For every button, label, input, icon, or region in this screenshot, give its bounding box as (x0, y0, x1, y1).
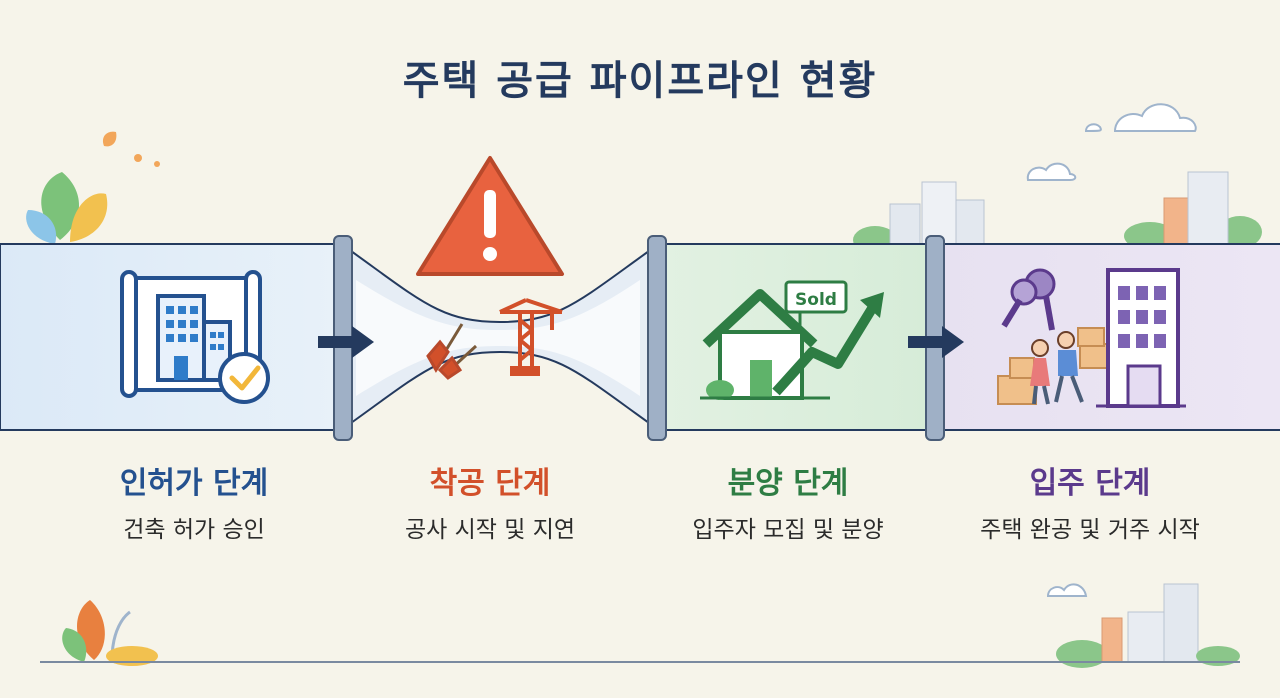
stage-desc-move-in: 주택 완공 및 거주 시작 (980, 517, 1200, 543)
leaf-decoration-icon (26, 131, 160, 244)
house-sold-icon (700, 280, 884, 400)
city-skyline-icon (853, 171, 1262, 254)
stage-title-permit: 인허가 단계 (119, 466, 269, 501)
people-moving-icon (997, 327, 1109, 405)
page-title: 주택 공급 파이프라인 현황 (402, 58, 878, 104)
key-icon (1001, 268, 1056, 331)
stage-desc-construction: 공사 시작 및 지연 (404, 517, 576, 543)
stage-title-construction: 착공 단계 (429, 466, 551, 501)
stage-title-move-in: 입주 단계 (1029, 466, 1151, 501)
sold-sign-text: Sold (795, 290, 837, 310)
stage-desc-permit: 건축 허가 승인 (123, 517, 265, 543)
warning-icon (416, 156, 564, 276)
crane-icon (499, 298, 563, 376)
plant-decoration-icon (62, 600, 158, 666)
flow-arrow-icon (318, 326, 964, 358)
stage-desc-sale: 입주자 모집 및 분양 (692, 517, 884, 543)
apartment-building-icon (1096, 268, 1186, 408)
blueprint-building-icon (120, 270, 270, 404)
cloud-icon (1026, 103, 1197, 597)
shovel-icon (426, 323, 478, 380)
stage-title-sale: 분양 단계 (727, 466, 849, 501)
